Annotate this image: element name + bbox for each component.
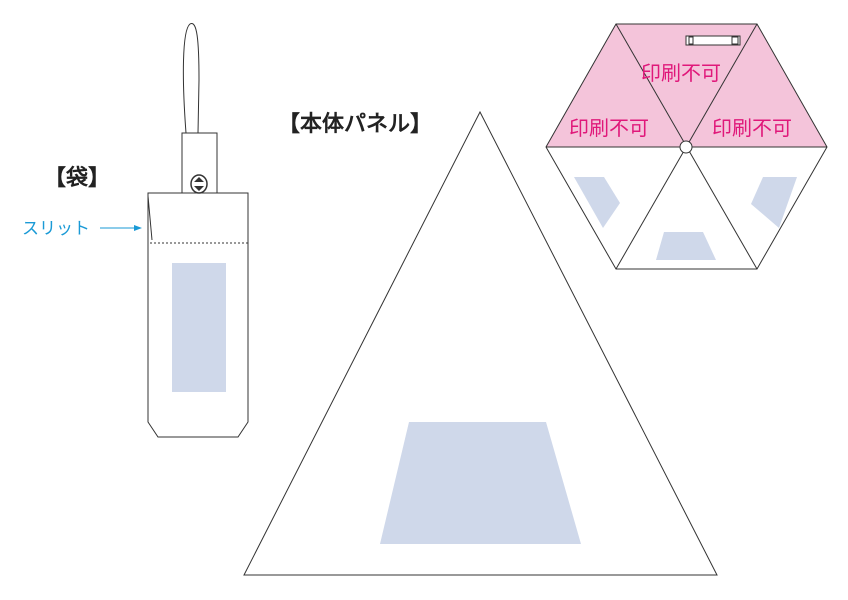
bag-print-area <box>172 263 226 392</box>
body-panel-triangle <box>243 110 718 576</box>
button-icon <box>190 174 208 194</box>
umbrella-top-view <box>545 23 828 270</box>
body-panel-print-area <box>380 422 581 544</box>
bag-strap <box>182 23 200 134</box>
no-print-panel-top <box>616 24 757 147</box>
no-print-panel-left <box>546 24 686 147</box>
slit-label: スリット <box>22 219 90 239</box>
no-print-label-left: 印刷不可 <box>569 116 649 140</box>
button-arrows <box>194 177 204 191</box>
strap-icon <box>685 35 741 46</box>
no-print-label-top: 印刷不可 <box>641 61 721 85</box>
slit-arrow-head <box>134 225 142 231</box>
no-print-panel-right <box>686 24 827 147</box>
center-tip <box>679 140 693 154</box>
no-print-label-right: 印刷不可 <box>712 116 792 140</box>
bag-slit-edge <box>147 195 153 241</box>
body-panel-label: 【本体パネル】 <box>278 112 433 137</box>
print-area-left <box>574 177 620 228</box>
bag-label: 【袋】 <box>44 166 111 191</box>
print-area-right <box>751 177 797 228</box>
print-area-bottom <box>656 232 716 260</box>
